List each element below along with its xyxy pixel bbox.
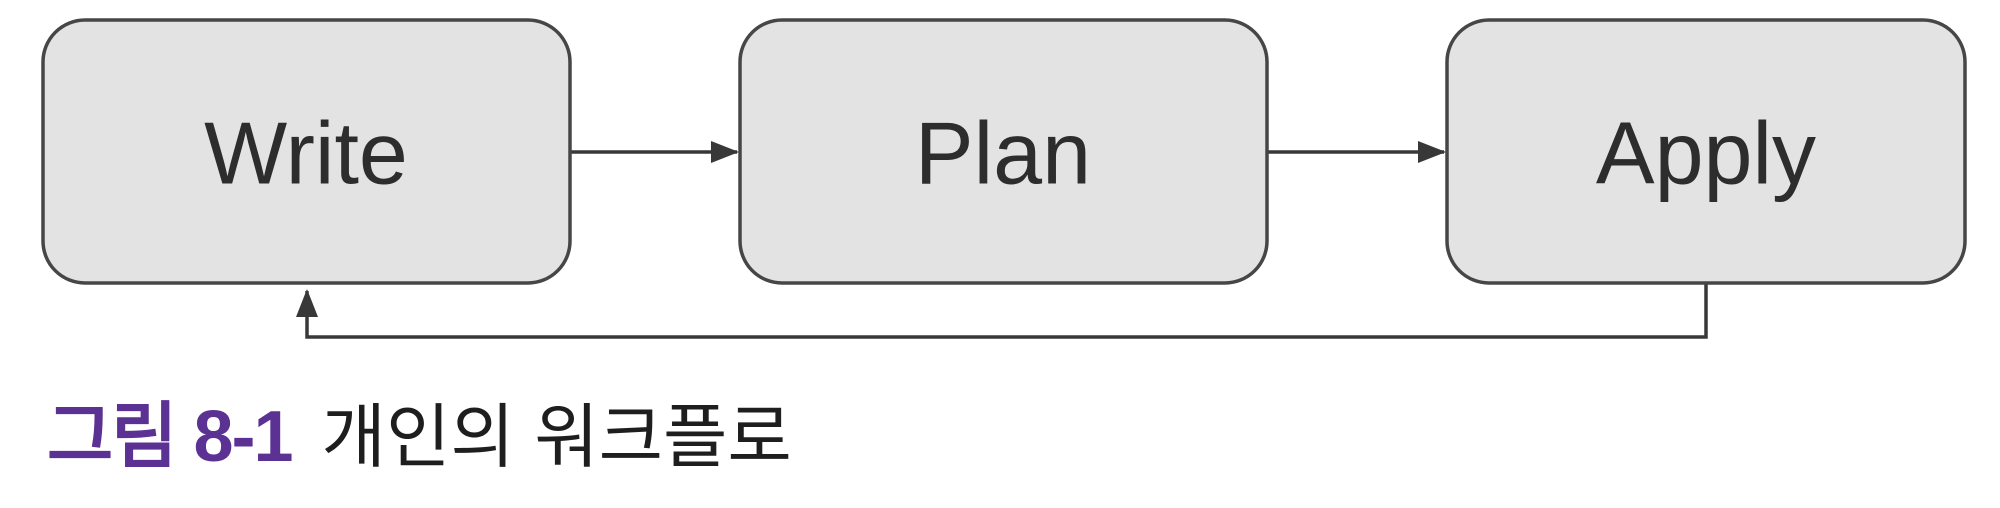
- node-plan: Plan: [738, 18, 1269, 285]
- node-write: Write: [41, 18, 572, 285]
- workflow-flowchart: Write Plan Apply: [41, 18, 1967, 339]
- node-apply-label: Apply: [1596, 104, 1816, 203]
- node-plan-box: [738, 18, 1269, 285]
- figure-title: 개인의 워크플로: [321, 398, 792, 476]
- figure-caption: 그림 8-1 개인의 워크플로: [47, 397, 792, 477]
- node-apply-box: [1445, 18, 1967, 285]
- node-write-box: [41, 18, 572, 285]
- edge-apply-to-write-feedback: [296, 284, 1708, 339]
- node-plan-label: Plan: [915, 104, 1091, 203]
- node-apply: Apply: [1445, 18, 1967, 285]
- node-write-label: Write: [204, 104, 408, 203]
- figure-number-label: 그림 8-1: [47, 397, 294, 477]
